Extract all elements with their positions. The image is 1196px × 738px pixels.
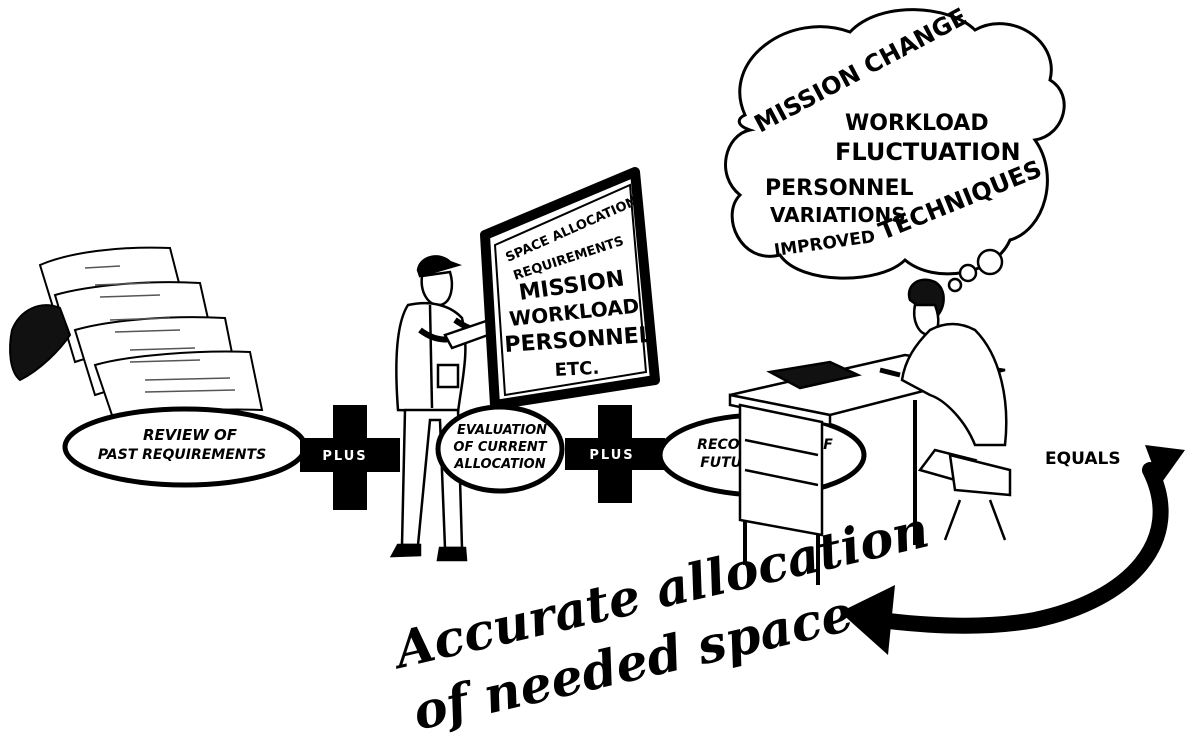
cloud-item-personnel: PERSONNEL — [765, 176, 914, 201]
equals-label: EQUALS — [1045, 449, 1121, 469]
result-statement: Accurate allocation of needed space — [386, 500, 935, 738]
thought-cloud: MISSION CHANGE WORKLOAD FLUCTUATION PERS… — [726, 3, 1065, 291]
step-past-line1: REVIEW OF — [143, 426, 238, 444]
board-item-etc: ETC. — [554, 358, 600, 381]
cloud-item-workload: WORKLOAD — [845, 111, 989, 136]
documents-stack-illustration — [10, 248, 262, 424]
step-review-past: REVIEW OF PAST REQUIREMENTS — [65, 409, 305, 485]
plus-label-1: PLUS — [322, 449, 367, 464]
step-current-line1: EVALUATION — [457, 423, 547, 438]
requirements-board: SPACE ALLOCATION REQUIREMENTS MISSION WO… — [485, 172, 655, 405]
step-current-line3: ALLOCATION — [453, 457, 545, 472]
step-past-line2: PAST REQUIREMENTS — [98, 447, 266, 463]
step-current-line2: OF CURRENT — [453, 440, 547, 455]
cloud-item-fluctuation: FLUCTUATION — [835, 138, 1021, 166]
step-evaluation-current: EVALUATION OF CURRENT ALLOCATION — [438, 407, 562, 491]
plus-label-2: PLUS — [589, 448, 634, 463]
plus-operator-2: PLUS — [565, 405, 665, 503]
plus-operator-1: PLUS — [300, 405, 400, 510]
